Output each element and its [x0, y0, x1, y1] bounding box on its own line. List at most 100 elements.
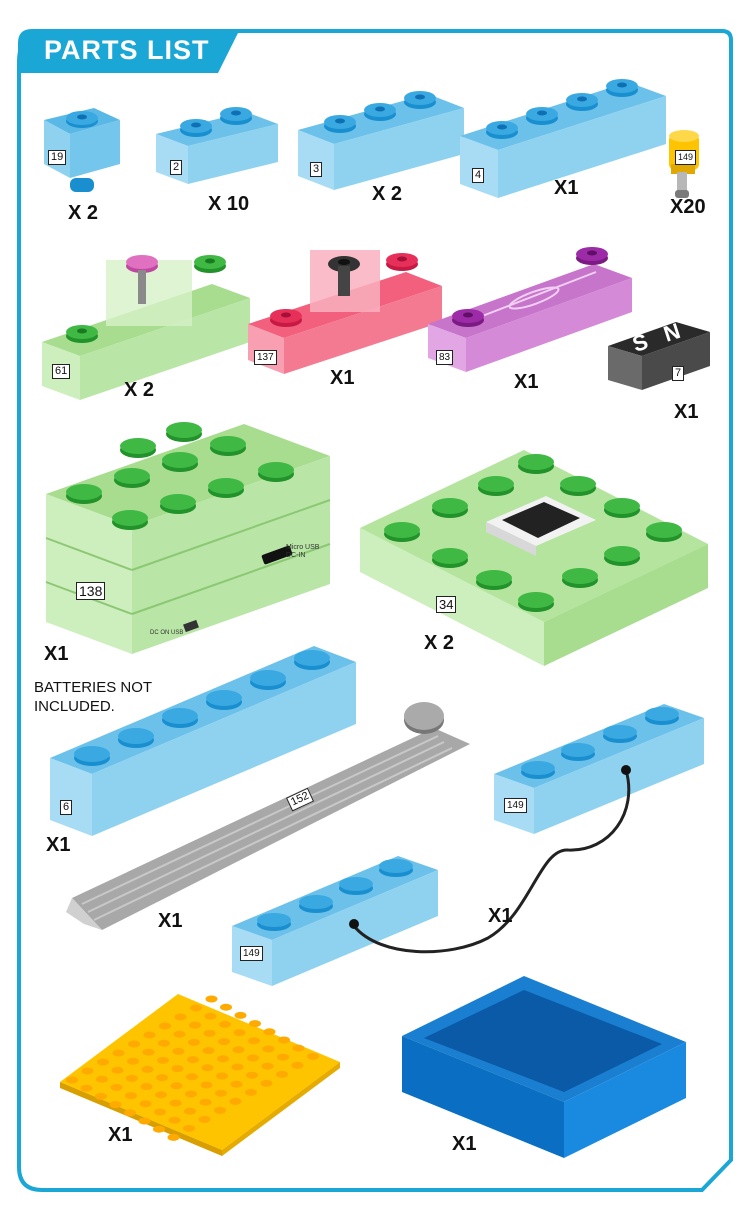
stud — [143, 1031, 156, 1039]
part-label: 83 — [436, 350, 454, 365]
stud — [66, 1076, 78, 1084]
battery-switch-label: DC ON USB — [150, 630, 184, 636]
stud — [187, 1056, 199, 1064]
stud — [233, 1029, 246, 1037]
stud — [110, 1083, 123, 1091]
part-label: 149 — [675, 150, 697, 165]
quantity-label: X 2 — [372, 183, 403, 205]
stud — [81, 1067, 94, 1075]
stud — [229, 1097, 242, 1105]
stud — [142, 1048, 155, 1056]
stud — [157, 1056, 169, 1064]
part-149-wire-bricks — [232, 704, 704, 986]
stud — [153, 1125, 165, 1133]
stud — [111, 1066, 124, 1074]
stud — [307, 1052, 319, 1060]
part-7-magnet — [608, 322, 710, 390]
quantity-label: X1 — [108, 1124, 133, 1146]
stud — [169, 1099, 182, 1107]
stud — [109, 1101, 122, 1109]
stud — [184, 1107, 196, 1115]
stud — [80, 1084, 93, 1092]
part-label: 2 — [170, 160, 183, 175]
quantity-label: X20 — [670, 196, 706, 218]
stud — [247, 1054, 259, 1062]
stud — [204, 1012, 217, 1020]
stud — [140, 1083, 153, 1091]
part-label: 34 — [436, 596, 457, 613]
stud — [168, 1116, 181, 1124]
quantity-label: X 2 — [124, 379, 155, 401]
stud — [201, 1064, 214, 1072]
part-label: 19 — [48, 150, 67, 165]
stud — [174, 1013, 187, 1021]
stud — [276, 1070, 288, 1078]
stud — [173, 1030, 186, 1038]
stud — [291, 1061, 304, 1069]
stud — [220, 1003, 232, 1011]
stud — [234, 1011, 247, 1019]
title-banner — [18, 29, 240, 73]
stud — [189, 1021, 201, 1029]
stud — [170, 1082, 183, 1090]
part-6-brick — [50, 646, 356, 836]
stud — [139, 1100, 152, 1108]
stud — [172, 1047, 185, 1055]
quantity-label: X1 — [554, 177, 579, 199]
part-34-display-plate — [360, 450, 708, 666]
part-137-buzzer-brick — [248, 250, 442, 374]
stud — [183, 1124, 195, 1132]
stud — [215, 1089, 227, 1097]
part-label: 138 — [76, 582, 106, 600]
stud — [230, 1080, 243, 1088]
stud — [190, 1004, 202, 1012]
stud — [171, 1065, 184, 1073]
stud — [231, 1063, 244, 1071]
stud — [217, 1055, 229, 1063]
stud — [216, 1072, 228, 1080]
base-plate — [60, 994, 340, 1156]
stud — [214, 1106, 226, 1114]
stud — [138, 1117, 151, 1125]
stud — [232, 1046, 245, 1054]
stud — [199, 1098, 212, 1106]
part-label: 61 — [52, 364, 71, 379]
stud — [125, 1092, 137, 1100]
quantity-label: X1 — [452, 1133, 477, 1155]
stud — [198, 1115, 211, 1123]
stud — [186, 1073, 198, 1081]
stud — [246, 1071, 258, 1079]
stud — [188, 1038, 200, 1046]
stud — [158, 1039, 170, 1047]
stud — [263, 1028, 276, 1036]
quantity-label: X1 — [514, 371, 539, 393]
stud — [126, 1074, 138, 1082]
batteries-note: BATTERIES NOT INCLUDED. — [34, 679, 152, 715]
stud — [127, 1057, 139, 1065]
part-label: 149 — [504, 798, 527, 813]
quantity-label: X1 — [330, 367, 355, 389]
stud — [185, 1090, 197, 1098]
part-label: 7 — [672, 366, 685, 381]
stud — [278, 1036, 290, 1044]
stud — [260, 1079, 273, 1087]
stud — [205, 995, 218, 1003]
stud — [128, 1040, 140, 1048]
part-149-peg — [669, 130, 699, 198]
part-4-brick — [460, 79, 666, 198]
stud — [112, 1049, 125, 1057]
stud — [218, 1038, 230, 1046]
stud — [95, 1092, 107, 1100]
part-152-tool — [66, 702, 470, 930]
stud — [292, 1044, 305, 1052]
stud — [154, 1108, 166, 1116]
stud — [97, 1058, 109, 1066]
part-label: 4 — [472, 168, 485, 183]
stud — [203, 1029, 216, 1037]
part-3-brick — [298, 91, 464, 190]
stud — [261, 1062, 274, 1070]
battery-port-label: Micro USB DC-IN — [286, 544, 320, 559]
quantity-label: X 2 — [424, 632, 455, 654]
part-label: 137 — [254, 350, 277, 365]
stud — [245, 1088, 257, 1096]
